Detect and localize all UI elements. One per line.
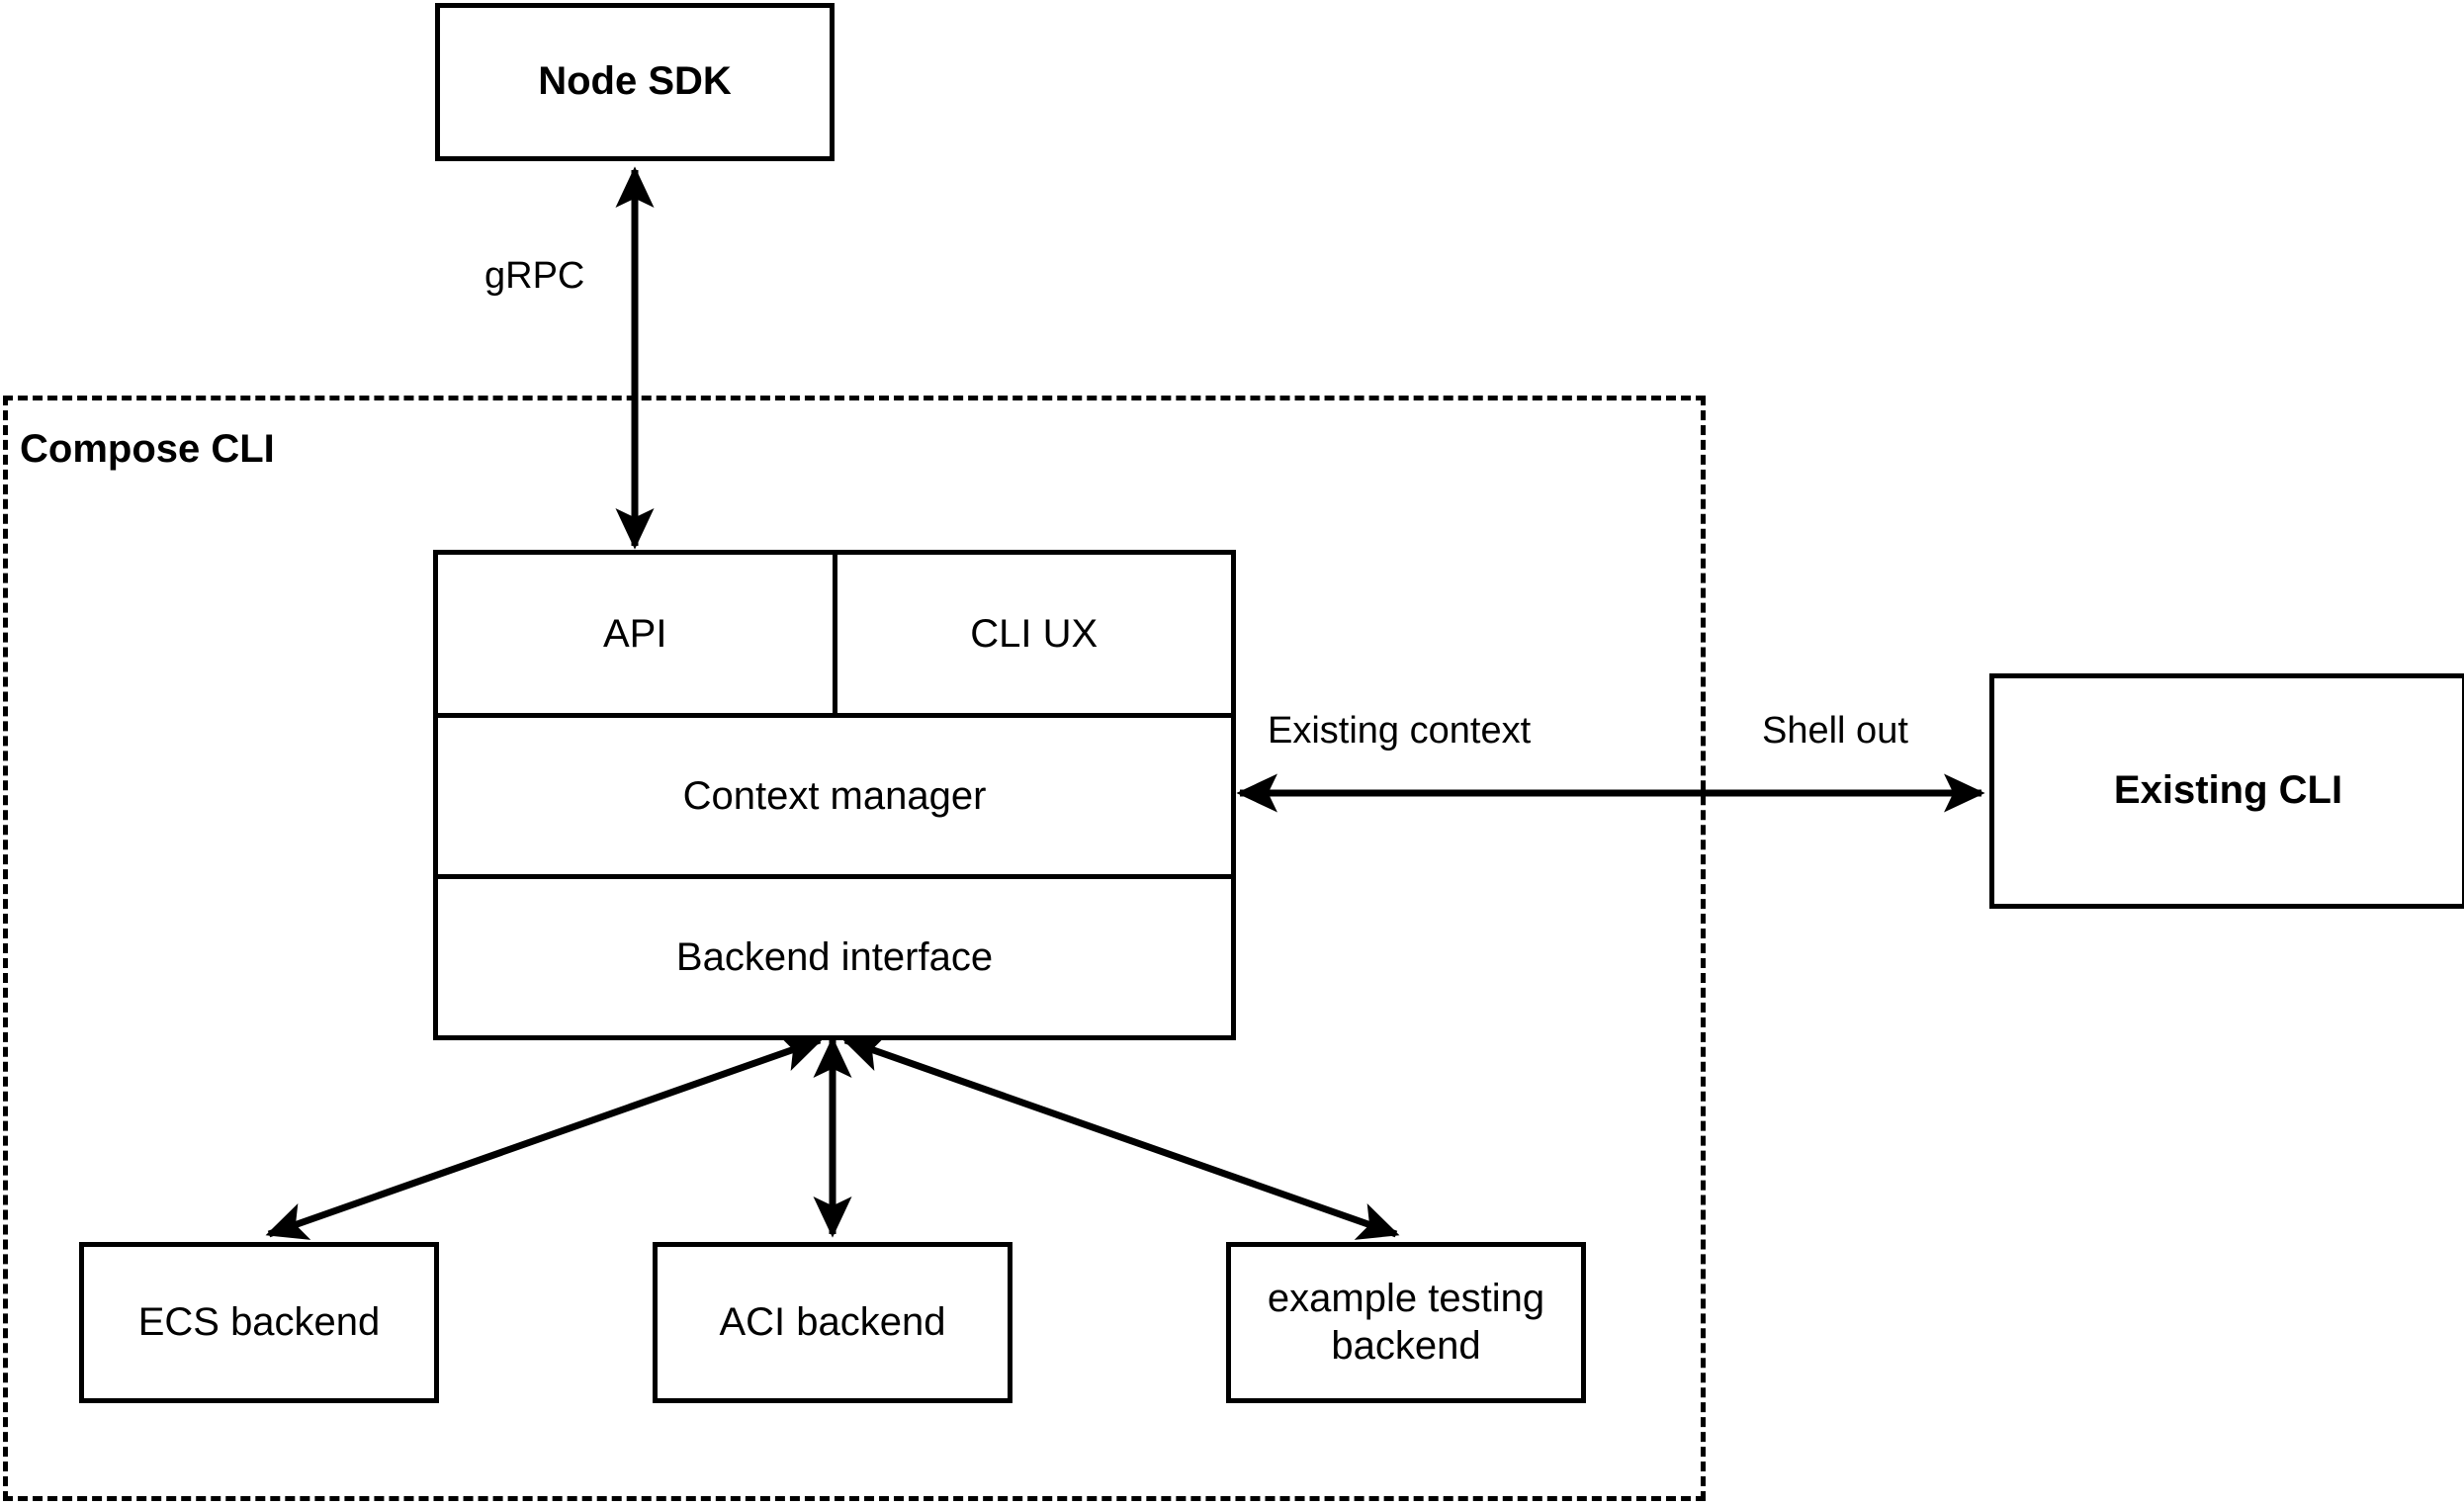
api-cell[interactable]: API: [438, 555, 833, 713]
compose-cli-group-label: Compose CLI: [20, 427, 275, 471]
example-testing-backend-label: example testing backend: [1268, 1276, 1544, 1369]
example-testing-backend-box[interactable]: example testing backend: [1226, 1242, 1586, 1403]
example-testing-backend-line-2: backend: [1331, 1323, 1481, 1368]
node-sdk-box[interactable]: Node SDK: [435, 3, 835, 161]
api-label: API: [603, 611, 667, 656]
api-cliux-row: API CLI UX: [438, 555, 1231, 713]
backend-interface-row: Backend interface: [438, 874, 1231, 1035]
cli-ux-cell[interactable]: CLI UX: [832, 555, 1232, 713]
aci-backend-box[interactable]: ACI backend: [653, 1242, 1012, 1403]
backend-interface-cell[interactable]: Backend interface: [438, 879, 1231, 1035]
compose-cli-group-boundary: [3, 396, 1706, 1501]
existing-context-edge-label: Existing context: [1268, 710, 1532, 752]
node-sdk-label: Node SDK: [538, 59, 732, 104]
cli-ux-label: CLI UX: [970, 611, 1099, 656]
context-manager-cell[interactable]: Context manager: [438, 718, 1231, 874]
example-testing-backend-line-1: example testing: [1267, 1277, 1545, 1321]
context-manager-row: Context manager: [438, 713, 1231, 874]
compose-cli-stack: API CLI UX Context manager Backend inter…: [433, 550, 1236, 1040]
context-manager-label: Context manager: [682, 773, 987, 818]
grpc-edge-label: gRPC: [484, 255, 585, 297]
ecs-backend-box[interactable]: ECS backend: [79, 1242, 439, 1403]
existing-cli-label: Existing CLI: [2113, 768, 2343, 813]
aci-backend-label: ACI backend: [719, 1299, 946, 1344]
backend-interface-label: Backend interface: [675, 934, 994, 979]
existing-cli-box[interactable]: Existing CLI: [1989, 673, 2464, 909]
shell-out-edge-label: Shell out: [1762, 710, 1908, 752]
ecs-backend-label: ECS backend: [137, 1299, 381, 1344]
